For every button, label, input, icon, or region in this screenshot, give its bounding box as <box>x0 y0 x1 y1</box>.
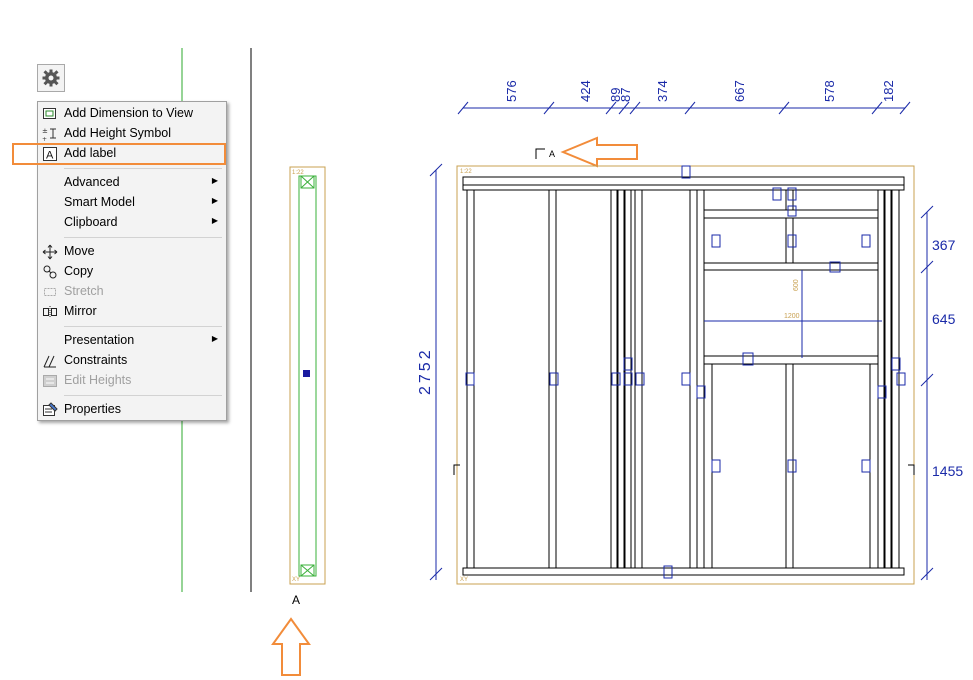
highlight-frame <box>12 143 226 165</box>
right-dimension-3: 1455 <box>932 463 963 479</box>
settings-button[interactable] <box>37 64 65 92</box>
right-dimension-1: 367 <box>932 237 956 253</box>
height-symbol-icon: ±+ <box>42 126 58 142</box>
top-dimension-label: 578 <box>822 80 837 102</box>
opening-height-label: 600 <box>793 279 800 291</box>
dimension-tick <box>684 101 696 115</box>
side-section-view[interactable]: 1:22 XY <box>289 166 326 585</box>
left-dimension-label: 2752 <box>417 347 434 395</box>
svg-text:+: + <box>42 136 47 142</box>
context-menu: Add Dimension to View ±+ Add Height Symb… <box>37 101 227 421</box>
menu-separator <box>64 237 222 238</box>
frame-tag-top: 1:22 <box>460 169 472 175</box>
left-bracket <box>453 464 460 475</box>
section-symbol-icon <box>535 148 545 159</box>
dimension-tick <box>618 101 630 115</box>
dimension-tick <box>899 101 911 115</box>
label-A-icon: A <box>42 146 58 162</box>
top-dimension-label: 89 <box>608 88 623 102</box>
mirror-icon <box>42 304 58 320</box>
svg-text:A: A <box>46 150 54 162</box>
frame-tag-bottom: XY <box>460 577 468 583</box>
menu-item-clipboard[interactable]: Clipboard ▶ <box>64 215 218 229</box>
submenu-arrow-icon: ▶ <box>211 334 218 343</box>
copy-icon <box>42 264 58 280</box>
menu-item-properties[interactable]: Properties <box>38 400 226 420</box>
menu-item-presentation[interactable]: Presentation ▶ <box>64 333 218 347</box>
submenu-arrow-icon: ▶ <box>211 196 218 205</box>
constraints-icon <box>42 353 58 369</box>
dimension-tick <box>457 101 469 115</box>
right-bracket <box>908 464 915 475</box>
menu-separator <box>64 395 222 396</box>
side-marker[interactable] <box>303 370 310 377</box>
top-dimension-label: 424 <box>578 80 593 102</box>
menu-item-add-dimension[interactable]: Add Dimension to View <box>38 104 226 124</box>
top-dimension-chain[interactable] <box>457 101 911 115</box>
move-icon <box>42 244 58 260</box>
gear-icon <box>42 69 60 87</box>
dimension-tick <box>629 101 641 115</box>
top-dimension-label: 374 <box>655 80 670 102</box>
menu-separator <box>64 168 222 169</box>
menu-item-constraints[interactable]: Constraints <box>38 351 226 371</box>
top-dimension-label: 87 <box>618 88 633 102</box>
side-tag-top: 1:22 <box>292 170 304 176</box>
menu-item-mirror[interactable]: Mirror <box>38 302 226 322</box>
section-label: A <box>549 149 555 159</box>
menu-item-smart-model[interactable]: Smart Model ▶ <box>64 195 218 209</box>
submenu-arrow-icon: ▶ <box>211 176 218 185</box>
stretch-icon <box>42 284 58 300</box>
wall-elevation[interactable] <box>456 165 915 585</box>
menu-item-move[interactable]: Move <box>38 242 226 262</box>
menu-item-edit-heights: Edit Heights <box>38 371 226 391</box>
svg-text:±: ± <box>42 127 48 135</box>
orange-up-arrow <box>271 617 311 676</box>
menu-item-stretch: Stretch <box>38 282 226 302</box>
properties-icon <box>42 402 58 418</box>
submenu-arrow-icon: ▶ <box>211 216 218 225</box>
menu-item-add-height-symbol[interactable]: ±+ Add Height Symbol <box>42 126 172 142</box>
dimension-tick <box>871 101 883 115</box>
menu-item-add-label[interactable]: A Add label <box>38 144 226 164</box>
opening-width-label: 1200 <box>784 313 800 320</box>
menu-item-copy[interactable]: Copy <box>38 262 226 282</box>
left-dimension-line[interactable] <box>429 163 443 581</box>
menu-separator <box>64 326 222 327</box>
top-dimension-label: 667 <box>732 80 747 102</box>
top-dimension-label: 576 <box>504 80 519 102</box>
edit-heights-icon <box>42 373 58 389</box>
right-dimension-chain[interactable] <box>920 205 934 581</box>
orange-left-arrow <box>560 136 638 168</box>
dimension-tick <box>778 101 790 115</box>
top-dimension-label: 182 <box>881 80 896 102</box>
view-label: A <box>292 593 300 607</box>
dimension-tick <box>543 101 555 115</box>
dimension-tick <box>605 101 617 115</box>
right-dimension-2: 645 <box>932 311 956 327</box>
menu-item-advanced[interactable]: Advanced ▶ <box>64 175 218 189</box>
side-tag-bottom: XY <box>292 577 300 583</box>
add-dimension-icon <box>42 106 58 122</box>
